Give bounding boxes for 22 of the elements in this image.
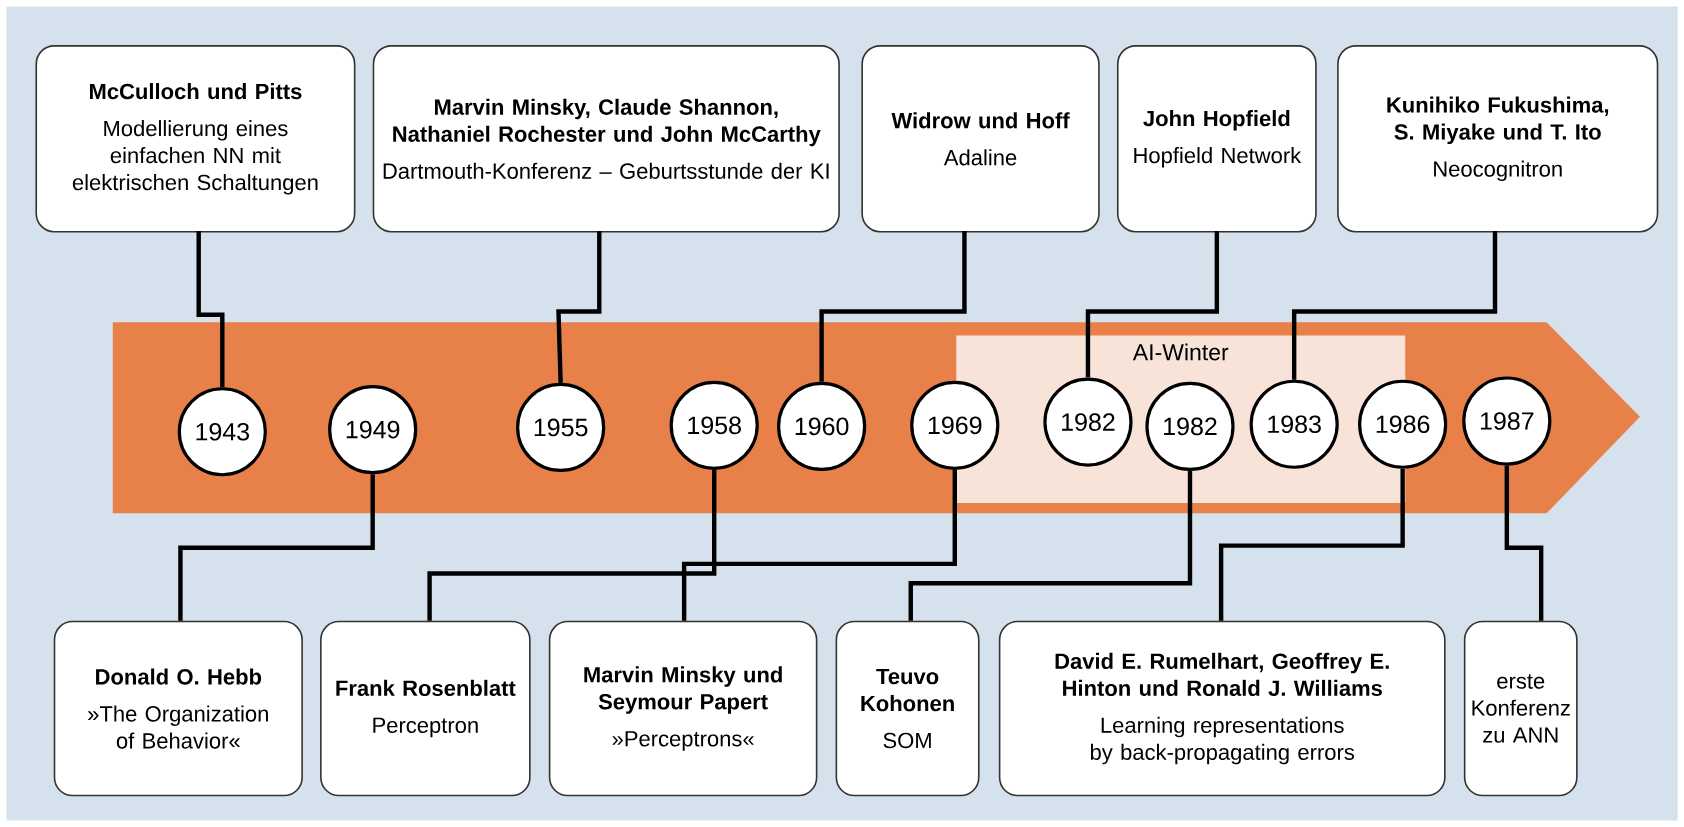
event-box: Teuvo Kohonen SOM	[835, 620, 980, 797]
connector-line	[681, 469, 957, 621]
connector-line	[1504, 465, 1544, 621]
connector-line	[1218, 468, 1405, 621]
connector-line	[819, 230, 967, 382]
event-box: erste Konferenz zu ANN	[1463, 620, 1578, 797]
event-box: McCulloch und Pitts Modellierung eines einfachen NN mit elektrischen Schaltungen	[35, 45, 356, 233]
event-box: Donald O. Hebb »The Organization of Behavior«	[53, 620, 303, 797]
connector-line	[908, 471, 1193, 621]
event-box: Marvin Minsky, Claude Shannon, Nathaniel Rochester und John McCarthy Dartmouth-Konferenz – Geburtsstunde der KI	[372, 45, 840, 233]
event-box: David E. Rumelhart, Geoffrey E. Hinton und Ronald J. Williams Learning representations by back-propagating errors	[998, 620, 1446, 797]
event-box: John Hopfield Hopfield Network	[1116, 45, 1317, 233]
connector-line	[178, 474, 375, 621]
connector-line	[427, 469, 717, 621]
event-box: Marvin Minsky und Seymour Papert »Perceptrons«	[548, 620, 818, 797]
event-box: Widrow und Hoff Adaline	[861, 45, 1100, 233]
event-box: Kunihiko Fukushima, S. Miyake und T. Ito Neocognitron	[1337, 45, 1659, 233]
connector-line	[556, 230, 602, 383]
event-box: Frank Rosenblatt Perceptron	[320, 620, 531, 797]
connector-line	[1085, 230, 1220, 378]
connector-line	[196, 230, 225, 388]
connector-line	[1291, 230, 1498, 380]
